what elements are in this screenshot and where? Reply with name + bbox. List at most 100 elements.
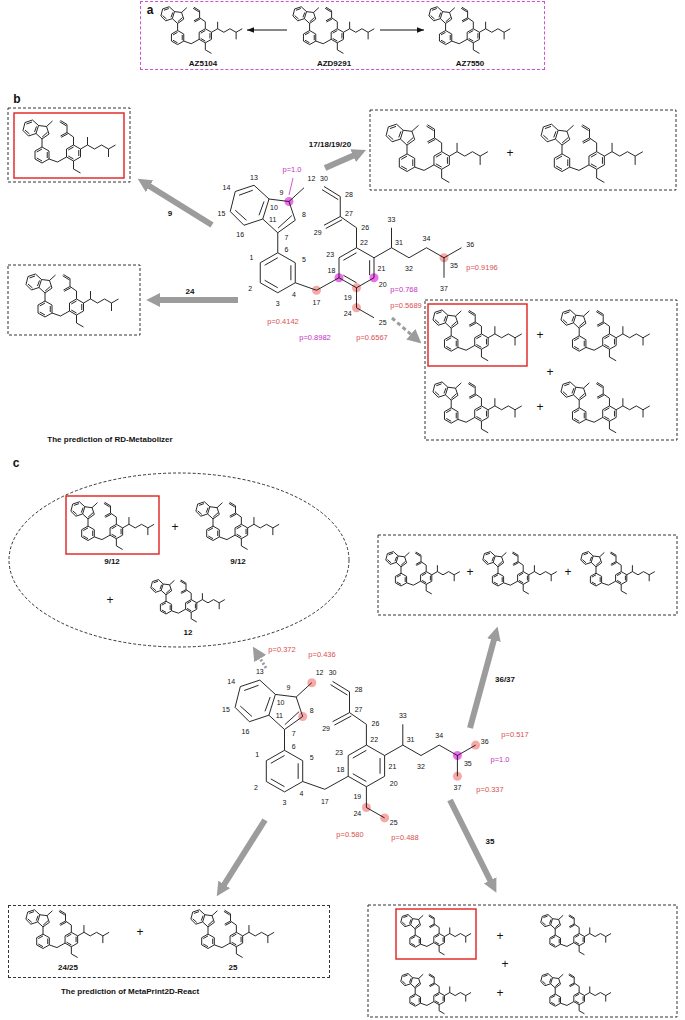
match-highlight: [14, 113, 124, 178]
molecule-structure: [561, 310, 650, 361]
atom-number: 8: [310, 707, 314, 714]
plus-sign: +: [106, 594, 113, 606]
atom-number: 11: [276, 712, 283, 719]
plus-sign: +: [501, 958, 508, 970]
product-box: [368, 905, 677, 1017]
arrow-label: 35: [485, 838, 496, 846]
compound-name: AZ7550: [456, 60, 484, 68]
panel-letter: a: [147, 4, 154, 16]
plus-sign: +: [536, 401, 543, 413]
probability-label: p=0.517: [501, 731, 528, 739]
atom-number: 7: [292, 730, 296, 737]
product-box: [8, 265, 140, 335]
atom-number: 24: [353, 809, 361, 816]
compound-box: AZ5104AZD9291AZ7550: [140, 1, 545, 70]
atom-number: 11: [269, 216, 276, 223]
plus-sign: +: [506, 147, 513, 159]
panel-letter: c: [13, 457, 20, 469]
probability-label: p=0.4142: [267, 318, 299, 326]
atom-number: 16: [242, 727, 250, 734]
atom-number: 31: [395, 238, 403, 245]
reaction-arrow: [380, 30, 424, 31]
molecule-structure: [386, 124, 488, 182]
probability-label: p=1.0: [283, 166, 302, 174]
molecule-structure: [401, 915, 471, 955]
plus-sign: +: [536, 329, 543, 341]
atom-number: 15: [222, 705, 230, 712]
reaction-arrow: [156, 297, 238, 303]
molecule-structure: [151, 580, 225, 622]
panel-letter: b: [13, 93, 20, 105]
product-box: [378, 535, 677, 615]
atom-number: 10: [270, 203, 278, 210]
probability-label: p=0.488: [391, 834, 418, 842]
atom-number: 17: [321, 798, 329, 805]
metabolite-box: 24/2525: [8, 905, 330, 978]
plus-sign: +: [466, 566, 473, 578]
atom-number: 20: [379, 281, 387, 288]
site-dot: [380, 813, 389, 822]
atom-number: 22: [360, 238, 368, 245]
molecule-structure: [23, 120, 116, 173]
molecule-structure: [386, 552, 460, 594]
atom-number: 18: [336, 765, 344, 772]
plus-sign: +: [136, 926, 143, 938]
atom-number: 27: [345, 209, 353, 216]
reaction-arrow: [392, 318, 414, 337]
probability-label: p=0.8982: [299, 334, 331, 342]
reaction-arrow: [325, 154, 357, 168]
atom-number: 26: [361, 223, 369, 230]
probability-label: p=0.337: [476, 786, 503, 794]
atom-number: 14: [227, 678, 235, 685]
atom-number: 23: [326, 251, 334, 258]
atom-number: 18: [328, 267, 336, 274]
probability-label: p=1.0: [491, 756, 510, 764]
atom-number: 3: [276, 299, 280, 306]
molecule-structure: [230, 185, 461, 318]
molecule-structure: [161, 7, 242, 54]
molecule-structure: [235, 680, 475, 818]
atom-number: 20: [390, 779, 398, 786]
atom-number: 6: [285, 246, 289, 253]
arrow-label: 24: [185, 288, 196, 296]
molecule-structure: [581, 552, 655, 594]
atom-number: 37: [440, 284, 448, 291]
probability-label: p=0.580: [336, 831, 363, 839]
atom-number: 16: [236, 231, 244, 238]
site-label: 12: [184, 629, 193, 637]
atom-number: 33: [399, 712, 407, 719]
atom-number: 30: [329, 669, 337, 676]
atom-number: 34: [423, 234, 431, 241]
atom-number: 13: [256, 668, 264, 675]
probability-label: p=0.436: [308, 651, 335, 659]
plus-sign: +: [171, 521, 178, 533]
atom-number: 12: [316, 669, 324, 676]
molecule-structure: [191, 910, 274, 958]
atom-number: 30: [320, 174, 328, 181]
molecule-structure: [293, 7, 374, 54]
atom-number: 1: [255, 751, 259, 758]
product-box: [425, 300, 677, 440]
atom-number: 27: [355, 705, 363, 712]
atom-number: 4: [299, 790, 303, 797]
plus-sign: +: [496, 987, 503, 999]
atom-number: 26: [372, 720, 380, 727]
atom-number: 9: [286, 683, 290, 690]
site-label: 9/12: [104, 558, 120, 566]
product-box: [8, 108, 130, 182]
metabolite-ellipse: 9/129/1212: [8, 472, 350, 648]
atom-number: 2: [248, 284, 252, 291]
atom-number: 1: [250, 253, 254, 260]
match-highlight: [66, 496, 159, 554]
atom-number: 34: [435, 731, 443, 738]
atom-number: 25: [379, 318, 387, 325]
molecule-structure: [71, 502, 154, 550]
atom-number: 36: [466, 241, 474, 248]
atom-number: 6: [292, 743, 296, 750]
probability-label: p=0.768: [390, 286, 417, 294]
match-highlight: [428, 304, 527, 366]
ellipse-outline: [9, 473, 349, 647]
molecule-structure: [483, 552, 557, 594]
atom-number: 28: [355, 686, 363, 693]
